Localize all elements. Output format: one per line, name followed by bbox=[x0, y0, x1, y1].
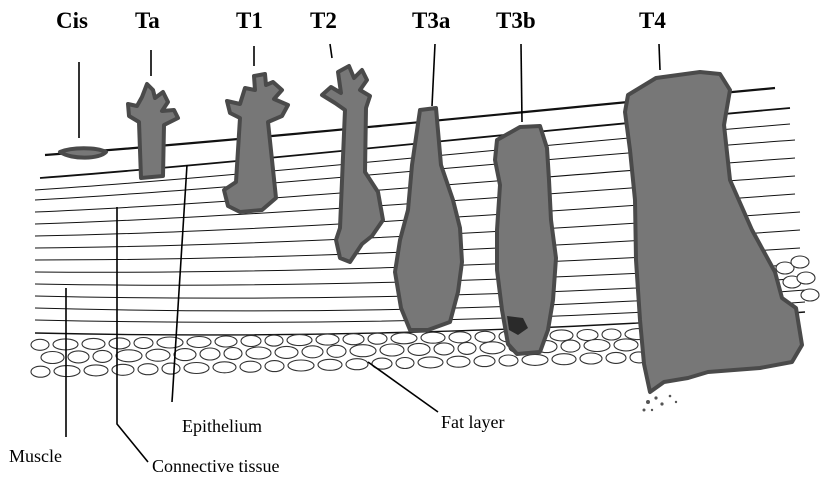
fat-cell bbox=[138, 364, 158, 375]
fat-cell bbox=[84, 365, 108, 376]
fat-cell bbox=[391, 333, 417, 344]
fat-cell bbox=[474, 356, 495, 367]
fat-cell bbox=[316, 334, 339, 345]
fat-cell bbox=[134, 338, 153, 349]
fat-cell bbox=[265, 361, 284, 372]
label-connective-tissue: Connective tissue bbox=[152, 456, 279, 476]
fat-cell bbox=[174, 349, 196, 361]
fat-cell bbox=[380, 344, 404, 356]
t4-speckles bbox=[643, 395, 678, 412]
fat-cell bbox=[68, 351, 89, 363]
fat-cell bbox=[801, 289, 819, 301]
fat-cell bbox=[343, 334, 364, 345]
stage-label-cis: Cis bbox=[56, 8, 88, 33]
fat-cell bbox=[408, 343, 430, 355]
fat-cell bbox=[112, 364, 134, 375]
fat-cell bbox=[449, 332, 471, 343]
fat-cell bbox=[184, 363, 209, 374]
fat-cell bbox=[346, 359, 368, 370]
fat-cell bbox=[561, 340, 580, 352]
fat-cell bbox=[213, 362, 236, 373]
fat-cell bbox=[265, 335, 283, 346]
tumor-t1 bbox=[224, 74, 288, 212]
stage-label-t3a: T3a bbox=[412, 8, 451, 33]
label-epithelium: Epithelium bbox=[182, 416, 262, 436]
fat-cell bbox=[327, 345, 346, 357]
fat-cell bbox=[368, 333, 387, 344]
fat-cell bbox=[350, 345, 376, 357]
fat-cell bbox=[224, 348, 242, 360]
fat-cell bbox=[522, 354, 548, 365]
fat-cell bbox=[580, 353, 602, 364]
fat-cell bbox=[200, 348, 220, 360]
fat-cell bbox=[109, 338, 130, 349]
fat-cell bbox=[791, 256, 809, 268]
fat-cell bbox=[797, 272, 815, 284]
fat-cell bbox=[187, 337, 211, 348]
tumor-t2 bbox=[322, 66, 383, 262]
fat-cell bbox=[157, 337, 183, 348]
fat-cell bbox=[418, 357, 443, 368]
stage-label-t2: T2 bbox=[310, 8, 337, 33]
fat-cell bbox=[552, 354, 576, 365]
fat-cell bbox=[288, 360, 314, 371]
fat-cell bbox=[602, 329, 621, 340]
fat-cell bbox=[116, 350, 142, 362]
stage-label-t3b: T3b bbox=[496, 8, 536, 33]
tumor-ta bbox=[128, 84, 178, 178]
label-muscle: Muscle bbox=[9, 446, 62, 466]
fat-cell bbox=[434, 343, 454, 355]
fat-cell bbox=[215, 336, 237, 347]
fat-cell bbox=[458, 342, 476, 354]
fat-cell bbox=[584, 340, 610, 352]
label-fat-layer: Fat layer bbox=[441, 412, 504, 432]
fat-cell bbox=[550, 330, 573, 341]
fat-cell bbox=[421, 332, 445, 343]
layer-labels: Epithelium Muscle Connective tissue Fat … bbox=[9, 412, 504, 476]
fat-cell bbox=[577, 330, 598, 341]
stage-label-ta: Ta bbox=[135, 8, 160, 33]
fat-cell bbox=[54, 366, 80, 377]
tumor-t3b bbox=[495, 126, 556, 354]
fat-cell bbox=[318, 359, 342, 370]
fat-cell bbox=[475, 331, 495, 342]
fat-cell bbox=[246, 347, 271, 359]
tumor-cis bbox=[60, 148, 106, 157]
fat-cell bbox=[82, 338, 105, 349]
fat-cell bbox=[240, 361, 261, 372]
fat-cell bbox=[606, 352, 626, 363]
fat-cell bbox=[480, 342, 505, 354]
fat-cell bbox=[31, 366, 50, 377]
tumor-t3a bbox=[395, 108, 462, 330]
fat-cell bbox=[162, 363, 180, 374]
fat-cell bbox=[302, 346, 323, 358]
fat-cell bbox=[447, 356, 470, 367]
fat-cell bbox=[146, 349, 170, 361]
stage-labels: Cis Ta T1 T2 T3a T3b T4 bbox=[56, 8, 666, 33]
fat-cell bbox=[287, 335, 312, 346]
fat-cell bbox=[614, 339, 638, 351]
stage-label-t4: T4 bbox=[639, 8, 666, 33]
fat-cell bbox=[396, 358, 414, 369]
fat-cell bbox=[41, 352, 64, 364]
fat-cell bbox=[499, 355, 518, 366]
fat-cell bbox=[241, 336, 261, 347]
fat-cell bbox=[275, 346, 298, 358]
stage-label-t1: T1 bbox=[236, 8, 263, 33]
fat-cell bbox=[31, 339, 49, 350]
fat-cell bbox=[93, 350, 112, 362]
